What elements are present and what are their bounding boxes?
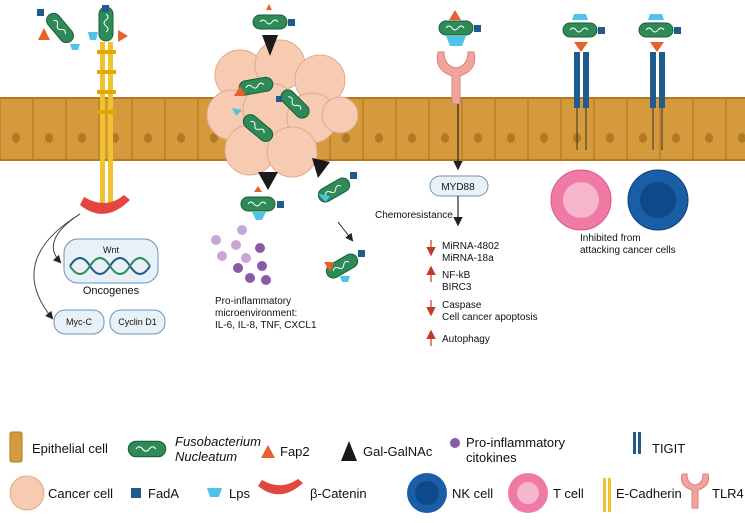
inflammation-line-2: microenvironment: <box>215 308 298 319</box>
legend-fap2-icon <box>261 445 275 458</box>
legend-catenin-label: β-Catenin <box>310 486 367 501</box>
fusobacterium-top-tumor <box>252 4 295 56</box>
epithelial-nucleus <box>375 133 383 143</box>
epithelial-nucleus <box>474 133 482 143</box>
marker-autophagy: Autophagy <box>442 334 490 345</box>
legend-ecadherin-icon <box>603 478 611 512</box>
legend-cancer-label: Cancer cell <box>48 486 114 501</box>
fusobacterium-tumor-bottom-right <box>312 158 357 206</box>
legend-cytokines-line-1: Pro-inflammatory <box>466 435 565 450</box>
cancer-cell-cluster <box>206 39 359 178</box>
myd88-box <box>429 175 489 197</box>
wnt-oncogenes-box <box>63 238 159 284</box>
epithelial-nucleus <box>705 133 713 143</box>
epithelial-nucleus <box>606 133 614 143</box>
epithelial-nucleus <box>12 133 20 143</box>
tigit-receptor-2 <box>650 52 665 150</box>
legend-galgalnac-icon <box>341 441 357 461</box>
epithelial-nucleus <box>540 133 548 143</box>
legend-fuso-line-1: Fusobacterium <box>175 434 261 449</box>
myc-label: Myc-C <box>66 317 92 327</box>
epithelial-nucleus <box>639 133 647 143</box>
fusobacterium-tlr4 <box>438 10 481 46</box>
inflammation-line-3: IL-6, IL-8, TNF, CXCL1 <box>215 320 317 331</box>
epithelial-nucleus <box>738 133 745 143</box>
epithelial-nucleus <box>78 133 86 143</box>
myd88-label: MYD88 <box>441 182 475 193</box>
epithelial-nucleus <box>672 133 680 143</box>
fusobacterium-left-2 <box>88 5 128 42</box>
legend-tcell-icon <box>508 473 548 513</box>
legend-fap2-label: Fap2 <box>280 444 310 459</box>
myc-box <box>53 309 105 335</box>
legend-fada-label: FadA <box>148 486 180 501</box>
epithelial-nucleus <box>177 133 185 143</box>
legend-fusobacterium-icon <box>127 440 167 458</box>
fusobacterium-tigit-2 <box>638 14 681 52</box>
legend-ecadherin-label: E-Cadherin <box>616 486 682 501</box>
fusobacterium-tigit-1 <box>562 14 605 52</box>
fusobacterium-tumor-bottom-left <box>240 172 284 220</box>
epithelial-nucleus <box>144 133 152 143</box>
legend-tlr4-label: TLR4 <box>712 486 744 501</box>
legend-tigit-icon <box>633 432 641 454</box>
legend-fuso-line-2: Nucleatum <box>175 449 238 464</box>
arrow-to-myc <box>33 213 81 320</box>
epithelial-nucleus <box>45 133 53 143</box>
legend-nk-label: NK cell <box>452 486 494 501</box>
marker-mirna-4802: MiRNA-4802 <box>442 241 500 252</box>
fusobacterium-free <box>323 250 365 282</box>
legend-cancer-icon <box>9 475 45 511</box>
inhibited-line-1: Inhibited from <box>580 233 641 244</box>
marker-mirna-18a: MiRNA-18a <box>442 253 494 264</box>
inflammation-line-1: Pro-inflammatory <box>215 296 292 307</box>
epithelial-nucleus <box>210 133 218 143</box>
legend-epithelial-icon <box>9 431 23 463</box>
legend-tigit-label: TIGIT <box>652 441 686 456</box>
t-cell <box>550 169 612 231</box>
arrow-bacterium-release <box>337 221 354 242</box>
ecadherin-receptor <box>97 42 116 210</box>
legend-galgalnac-label: Gal-GalNAc <box>363 444 433 459</box>
cyclin-label: Cyclin D1 <box>118 317 157 327</box>
inhibited-line-2: attacking cancer cells <box>580 245 676 256</box>
beta-catenin-left <box>80 195 130 214</box>
chemoresistance-label: Chemoresistance <box>375 210 453 221</box>
nk-cell <box>627 169 689 231</box>
legend-cytokine-icon <box>450 438 460 448</box>
epithelial-nucleus <box>342 133 350 143</box>
marker-caspase: Caspase <box>442 300 482 311</box>
legend-lps-label: Lps <box>229 486 250 501</box>
legend-icons <box>9 431 709 513</box>
legend-tlr4-icon <box>681 473 709 509</box>
wnt-label: Wnt <box>102 245 119 255</box>
marker-birc3: BIRC3 <box>442 282 472 293</box>
legend-epithelial-label: Epithelial cell <box>32 441 108 456</box>
marker-nfkb: NF-kB <box>442 270 471 281</box>
legend-fada-icon <box>131 488 141 498</box>
legend-nk-icon <box>407 473 447 513</box>
legend-tcell-label: T cell <box>553 486 584 501</box>
tigit-receptor-1 <box>574 52 589 150</box>
cyclin-box <box>109 309 166 335</box>
epithelial-nucleus <box>441 133 449 143</box>
epithelial-nucleus <box>507 133 515 143</box>
legend-lps-icon <box>207 488 222 497</box>
legend-catenin-icon <box>258 479 303 495</box>
fusobacterium-left-1 <box>37 9 80 50</box>
tlr4-receptor <box>436 51 476 105</box>
cytokine-cluster <box>211 225 271 285</box>
oncogenes-label: Oncogenes <box>82 285 140 297</box>
marker-apoptosis: Cell cancer apoptosis <box>442 312 538 323</box>
epithelial-nucleus <box>408 133 416 143</box>
legend-cytokines-line-2: citokines <box>466 450 517 465</box>
